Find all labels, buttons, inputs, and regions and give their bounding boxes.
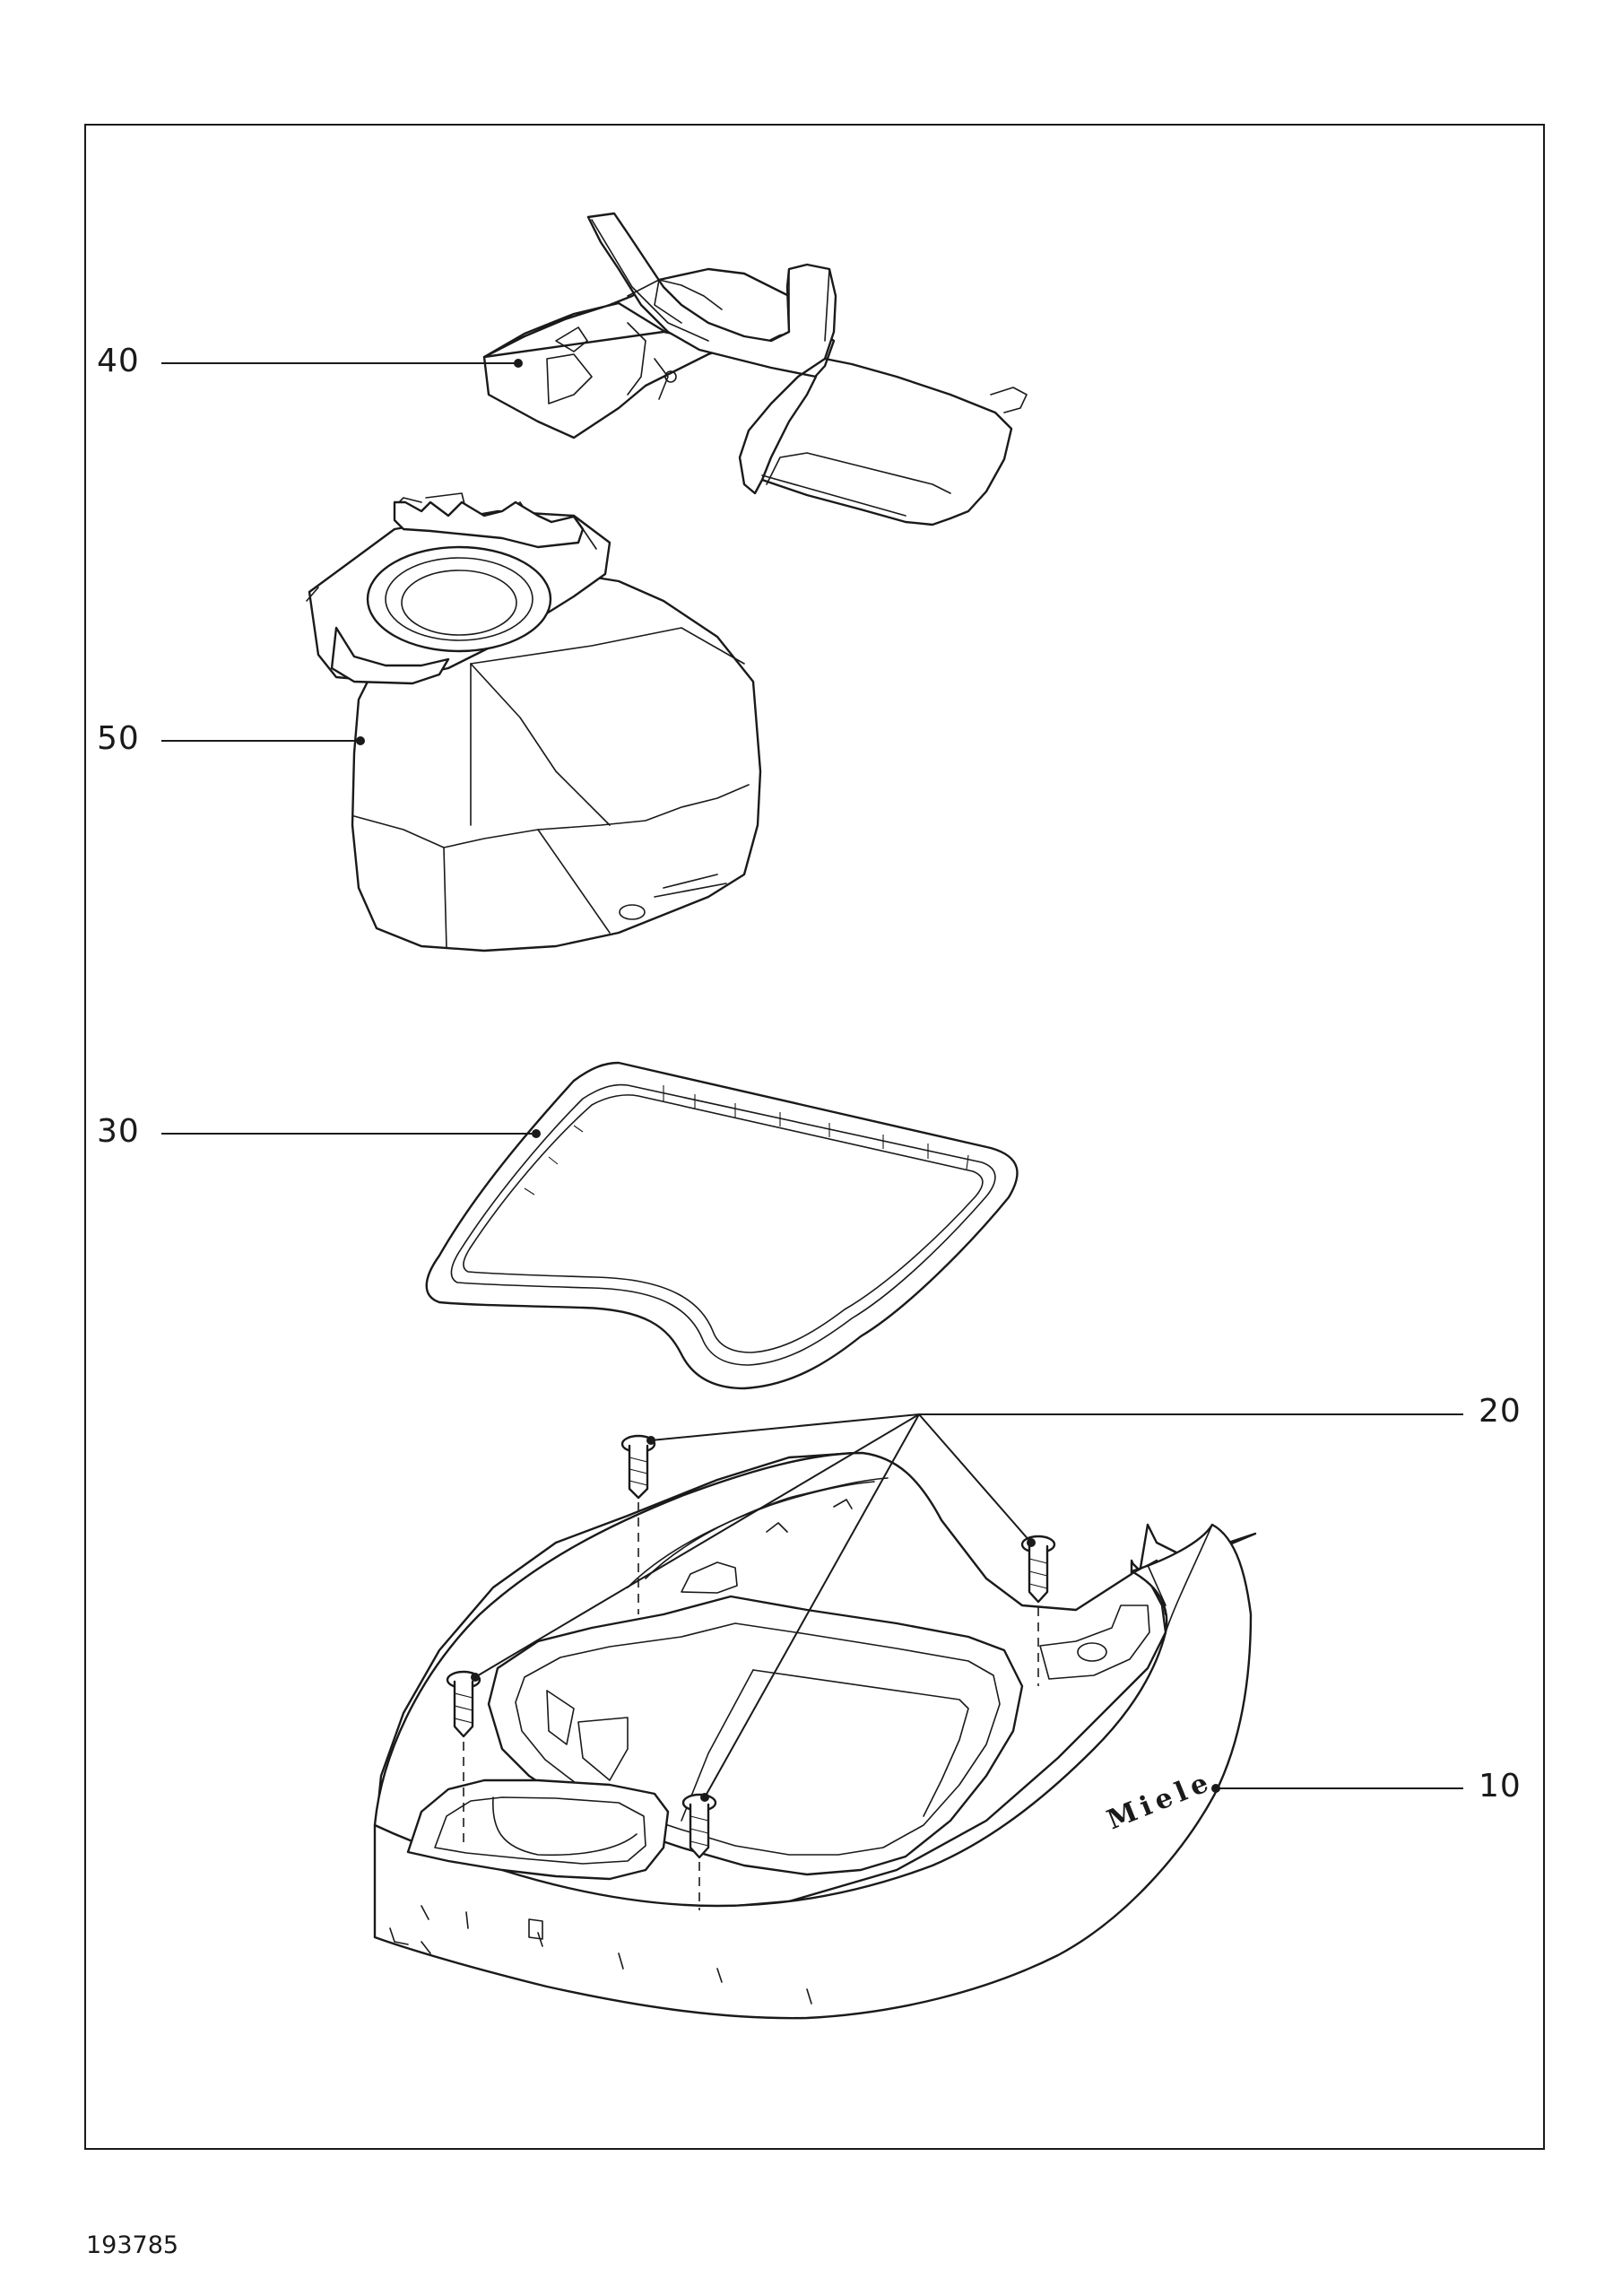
drawing-frame <box>84 124 1545 2150</box>
part-30-gasket <box>425 1061 1019 1390</box>
callout-label-40: 40 <box>97 343 140 379</box>
part-20-screws <box>446 1434 1056 1910</box>
callout-leaders <box>161 359 1463 1802</box>
callout-label-30: 30 <box>97 1113 140 1150</box>
callout-label-10: 10 <box>1479 1768 1522 1805</box>
document-number: 193785 <box>86 2231 179 2259</box>
part-50-bag-housing <box>306 492 762 952</box>
callout-label-50: 50 <box>97 720 140 757</box>
callout-label-20: 20 <box>1479 1393 1522 1430</box>
screw-a <box>620 1434 656 1614</box>
part-10-lid-frame: Miele <box>373 1451 1257 2020</box>
part-40-handle-assembly <box>482 212 1028 526</box>
screw-b <box>1020 1535 1056 1686</box>
